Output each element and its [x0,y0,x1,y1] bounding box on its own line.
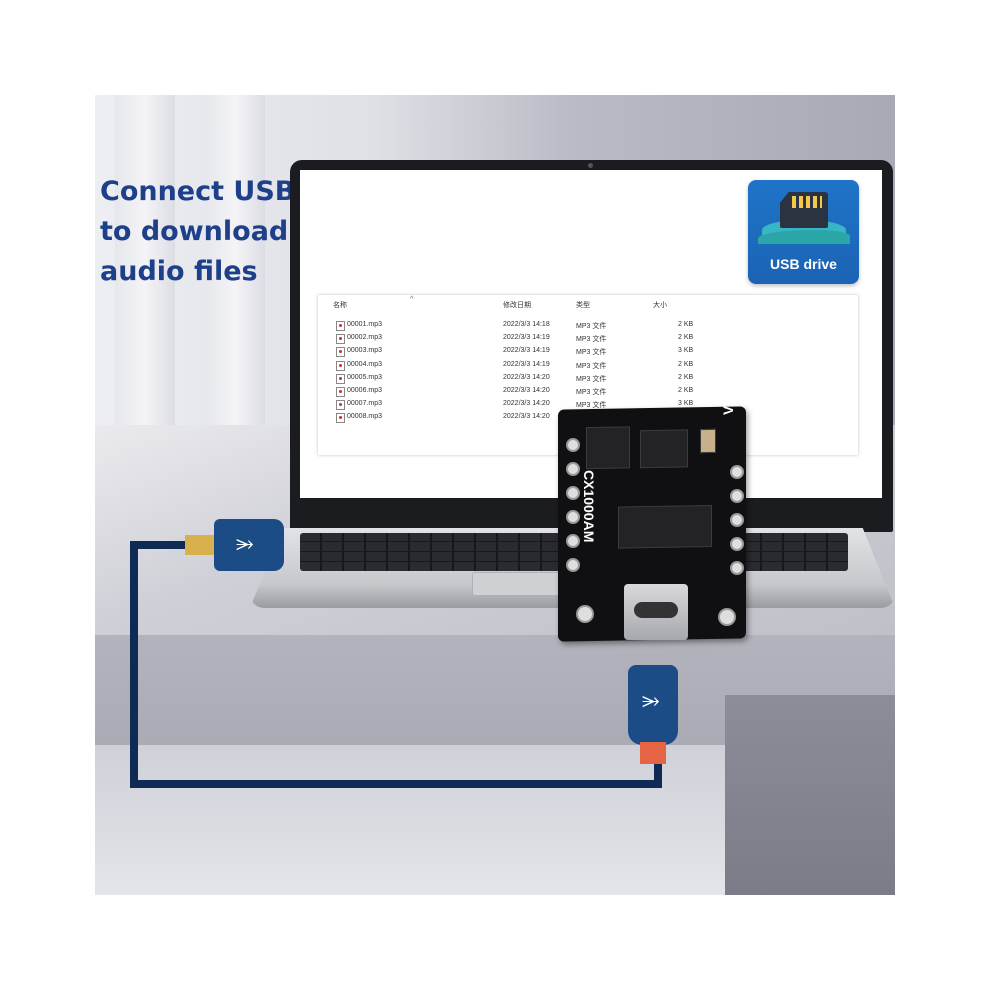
file-name: 00005.mp3 [347,373,383,381]
usb-drive-tile[interactable]: USB drive [748,180,859,284]
pin-hole [566,486,580,500]
sd-card-pins [792,196,822,208]
mp3-file-icon [336,400,345,411]
file-type: MP3 文件 [576,402,607,410]
file-size: 3 KB [678,400,694,408]
usb-c-plug-tip [640,742,666,764]
usb-c-opening [634,602,678,618]
mp3-file-icon [336,334,345,345]
file-type: MP3 文件 [576,375,607,383]
file-modified: 2022/3/3 14:20 [503,373,550,381]
ic-chip [618,504,712,549]
board-version: V1.0 [720,386,736,415]
usb-cable [130,541,138,788]
headline-line-1: Connect USB [100,176,296,207]
led [700,428,716,454]
file-name: 00004.mp3 [347,360,383,368]
column-header-modified[interactable]: 修改日期 [503,302,531,309]
file-size: 3 KB [678,347,694,355]
mp3-file-icon [336,373,345,384]
usb-drive-label: USB drive [770,256,837,272]
file-type: MP3 文件 [576,336,607,344]
usb-symbol-icon: ⭃ [236,530,254,555]
file-row[interactable]: 00006.mp3 2022/3/3 14:20 MP3 文件 2 KB [318,385,858,398]
file-type: MP3 文件 [576,349,607,357]
column-header-name[interactable]: 名称 [333,302,347,309]
file-modified: 2022/3/3 14:18 [503,321,550,328]
pin-hole [730,489,744,503]
headline-line-2: to download [100,216,289,247]
usb-cable [654,762,662,788]
pin-hole [730,513,744,527]
mp3-file-icon [336,347,345,358]
mp3-file-icon [336,413,345,424]
file-size: 2 KB [678,334,694,342]
usb-cable [130,541,190,549]
usb-a-connector-neck [185,535,215,555]
file-name: 00008.mp3 [347,413,383,421]
pin-hole [566,534,580,548]
file-modified: 2022/3/3 14:20 [503,400,550,408]
file-type: MP3 文件 [576,362,607,370]
pin-hole [566,462,580,476]
file-name: 00002.mp3 [347,334,383,342]
file-row[interactable]: 00001.mp3 2022/3/3 14:18 MP3 文件 2 KB [318,319,858,332]
file-size: 2 KB [678,321,694,328]
headline-line-3: audio files [100,256,258,287]
file-row[interactable]: 00002.mp3 2022/3/3 14:19 MP3 文件 2 KB [318,332,858,345]
file-type: MP3 文件 [576,323,607,330]
file-name: 00001.mp3 [347,321,383,328]
marble-counter-side [725,695,895,895]
ic-chip [640,429,688,469]
curtain [115,95,175,425]
mp3-file-icon [336,360,345,371]
file-modified: 2022/3/3 14:19 [503,360,550,368]
pin-hole [730,465,744,479]
column-header-type[interactable]: 类型 [576,302,590,309]
mp3-file-icon [336,321,345,331]
file-name: 00003.mp3 [347,347,383,355]
mount-hole [576,605,594,623]
curtain [205,95,265,425]
file-row[interactable]: 00005.mp3 2022/3/3 14:20 MP3 文件 2 KB [318,372,858,385]
mp3-file-icon [336,387,345,397]
file-size: 2 KB [678,387,694,394]
column-header-size[interactable]: 大小 [653,302,667,309]
pin-hole [730,561,744,575]
file-modified: 2022/3/3 14:19 [503,334,550,342]
headline: Connect USB to download audio files [100,172,300,292]
usb-a-plug[interactable]: ⭃ [214,519,284,571]
file-row[interactable]: 00004.mp3 2022/3/3 14:19 MP3 文件 2 KB [318,359,858,372]
pin-hole [566,510,580,524]
file-size: 2 KB [678,373,694,381]
pin-hole [566,558,580,572]
mount-hole [718,608,736,626]
file-size: 2 KB [678,360,694,368]
file-modified: 2022/3/3 14:19 [503,347,550,355]
file-name: 00006.mp3 [347,387,383,394]
sort-ascending-icon: ^ [410,296,414,303]
floor [95,745,735,895]
file-name: 00007.mp3 [347,400,383,408]
ic-chip [586,426,630,470]
file-row[interactable]: 00007.mp3 2022/3/3 14:20 MP3 文件 3 KB [318,398,858,411]
file-modified: 2022/3/3 14:20 [503,387,550,394]
file-modified: 2022/3/3 14:20 [503,413,550,421]
pin-hole [566,438,580,452]
usb-symbol-icon: ⭃ [642,687,660,712]
file-row[interactable]: 00003.mp3 2022/3/3 14:19 MP3 文件 3 KB [318,345,858,358]
wave-decoration [758,230,850,244]
webcam [588,163,593,168]
usb-c-port[interactable] [624,584,688,640]
usb-c-plug[interactable]: ⭃ [628,665,678,745]
file-type: MP3 文件 [576,389,607,396]
usb-cable [130,780,662,788]
pin-hole [730,537,744,551]
board-model: CX1000AM [581,470,597,543]
